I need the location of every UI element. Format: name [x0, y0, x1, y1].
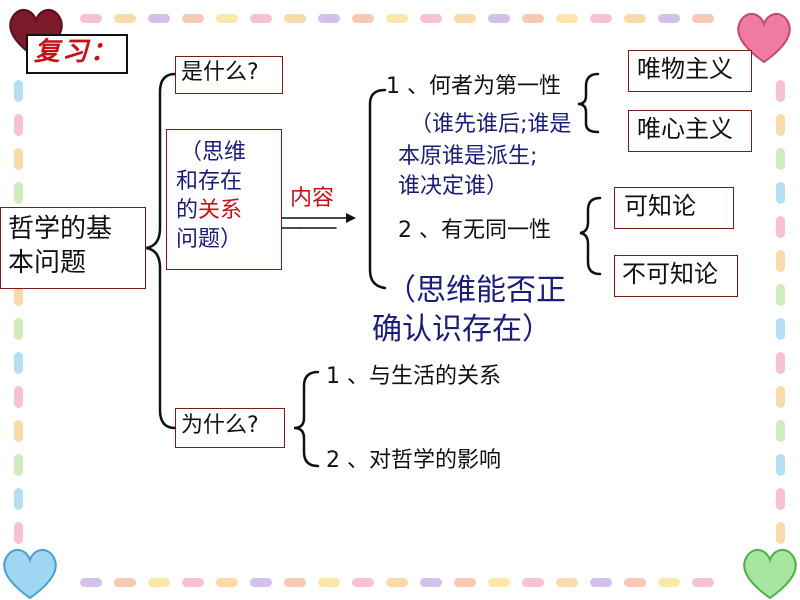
knowable-box — [614, 187, 734, 229]
first-explain-line3: 谁决定谁） — [398, 174, 509, 199]
relation-line3-a: 的 — [176, 198, 199, 223]
materialism-label: 唯物主义 — [637, 55, 733, 83]
what-node-label: 是什么? — [181, 60, 259, 85]
relation-line3: 的关系 — [176, 198, 242, 224]
relation-line1: （思维 — [180, 140, 247, 165]
idealism-label: 唯心主义 — [637, 115, 733, 143]
heart-icon — [3, 549, 57, 600]
why-item-1: 1 、与生活的关系 — [326, 364, 501, 389]
first-aspect: 1 、何者为第一性 — [386, 74, 561, 99]
materialism-box — [628, 50, 752, 92]
first-explain-line1: （谁先谁后;谁是 — [410, 112, 572, 137]
heart-icon — [743, 549, 797, 600]
root-node-line1: 哲学的基 — [8, 214, 113, 244]
why-node — [175, 408, 285, 448]
second-explain-line1: （思维能否正 — [386, 273, 566, 308]
relation-line3-b: 关系 — [198, 198, 243, 223]
second-aspect: 2 、有无同一性 — [398, 218, 551, 243]
relation-line2: 和存在 — [176, 169, 243, 194]
relation-line4: 问题） — [176, 227, 243, 252]
review-label-box — [26, 34, 128, 74]
why-item-2: 2 、对哲学的影响 — [326, 448, 501, 473]
relation-node — [166, 129, 282, 270]
idealism-box — [628, 110, 752, 152]
unknowable-label: 不可知论 — [622, 260, 718, 288]
why-node-label: 为什么? — [181, 413, 259, 438]
knowable-label: 可知论 — [624, 192, 696, 220]
root-node-line2: 本问题 — [8, 248, 87, 278]
content-arrow-label: 内容 — [290, 186, 335, 211]
root-node — [0, 207, 146, 289]
review-label: 复习： — [34, 37, 119, 67]
second-explain-line2: 确认识存在） — [372, 312, 552, 347]
first-explain-line2: 本原谁是派生; — [398, 144, 538, 169]
what-node — [175, 56, 283, 94]
unknowable-box — [614, 255, 738, 297]
